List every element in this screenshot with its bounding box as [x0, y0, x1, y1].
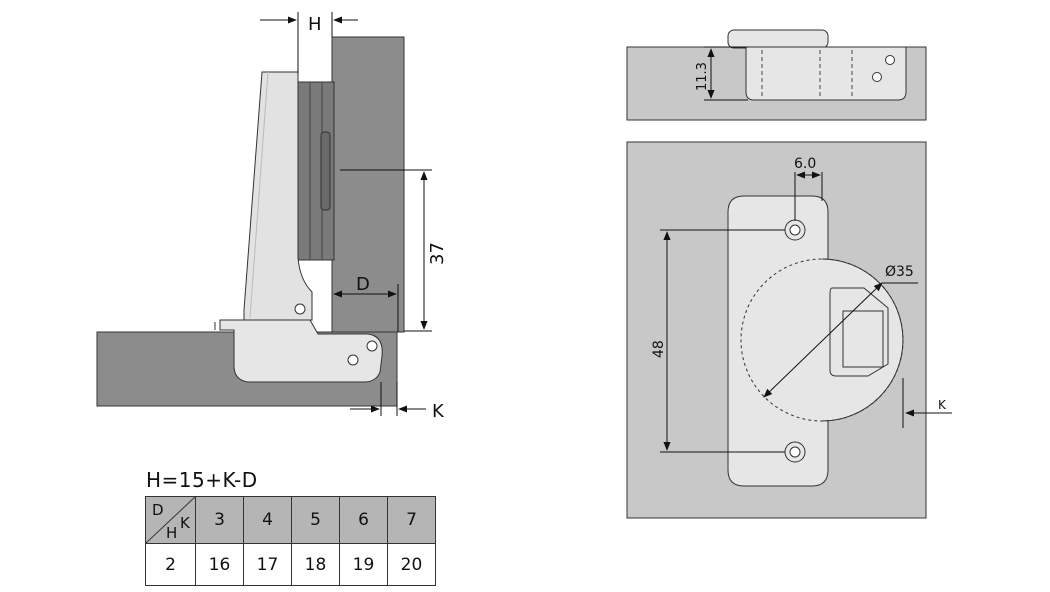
- k-plate-label: K: [938, 398, 947, 412]
- corner-h-label: H: [166, 524, 178, 542]
- h-value-cell: 19: [339, 543, 388, 586]
- length-48-label: 48: [651, 340, 667, 358]
- corner-d-label: D: [152, 501, 164, 519]
- table-row: 2 16 17 18 19 20: [145, 543, 436, 586]
- h-dimension-label: H: [308, 14, 322, 35]
- h-value-cell: 20: [387, 543, 436, 586]
- diameter-35-label: Ø35: [885, 264, 914, 280]
- table-corner-cell: D K H: [145, 496, 196, 544]
- h-value-cell: 17: [243, 543, 292, 586]
- plate-screw-2: [347, 354, 359, 366]
- k-value-cell: 7: [387, 496, 436, 544]
- cup-slot: [842, 310, 884, 368]
- d-k-h-table: D K H 3 4 5 6 7 2 16 17 18 19 20: [145, 496, 436, 586]
- height-37-label: 37: [427, 242, 448, 265]
- height-11-3-label: 11.3: [695, 62, 710, 91]
- k-value-cell: 5: [291, 496, 340, 544]
- mounting-plate-edge: [745, 46, 907, 101]
- spacing-6-label: 6.0: [794, 156, 816, 172]
- h-value-cell: 16: [195, 543, 244, 586]
- mounting-plate-side: [219, 319, 383, 383]
- k-value-cell: 3: [195, 496, 244, 544]
- plate-screw-1: [366, 340, 378, 352]
- plate-plan-view: 6.0 Ø35 48 K: [626, 141, 952, 519]
- plate-side-view: 11.3: [626, 29, 927, 121]
- formula: H=15+K-D: [146, 468, 258, 492]
- k-value-cell: 6: [339, 496, 388, 544]
- h-value-cell: 18: [291, 543, 340, 586]
- d-dimension-label: D: [356, 274, 370, 295]
- corner-k-label: K: [180, 514, 190, 532]
- door-panel: [331, 36, 405, 333]
- table-header-row: D K H 3 4 5 6 7: [145, 496, 436, 544]
- side-view: H 37 D K: [96, 12, 448, 422]
- d-value-cell: 2: [145, 543, 196, 586]
- k-value-cell: 4: [243, 496, 292, 544]
- k-dimension-label: K: [432, 401, 445, 422]
- arm-screw: [294, 303, 306, 315]
